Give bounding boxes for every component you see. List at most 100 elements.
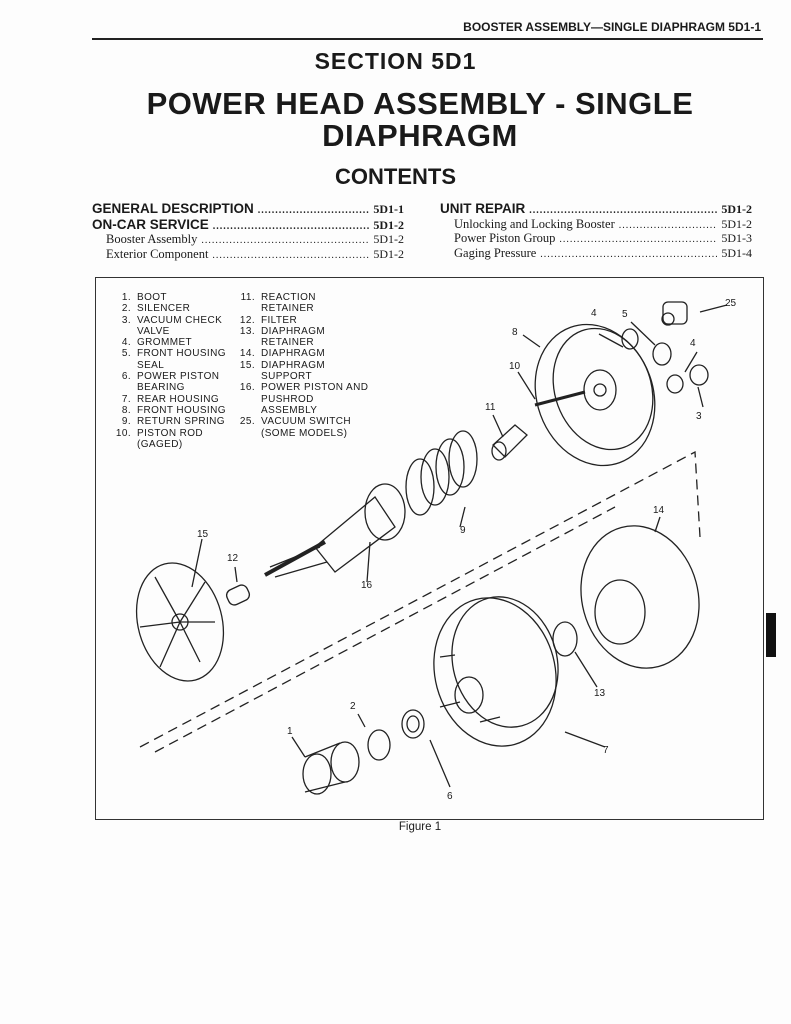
legend-text: REACTION RETAINER (261, 292, 316, 315)
toc-label: Gaging Pressure (454, 245, 537, 260)
legend-text: RETURN SPRING (137, 416, 225, 428)
toc-page: 5D1-2 (373, 232, 404, 246)
diaphragm-retainer-drawing (552, 621, 578, 657)
legend-item: 14.DIAPHRAGM (234, 348, 368, 359)
toc-leader-dots (213, 220, 370, 234)
toc-label: UNIT REPAIR (440, 201, 526, 216)
toc-entry: Booster Assembly 5D1-2 (92, 232, 404, 248)
alignment-line (139, 450, 701, 748)
toc-entry: Power Piston Group5D1-3 (440, 231, 752, 247)
toc-page: 5D1-2 (373, 217, 404, 232)
toc-leader-dots (540, 248, 717, 262)
legend-item: 7.REAR HOUSING (110, 394, 226, 405)
rear-housing-drawing (433, 596, 559, 747)
return-spring-drawing (405, 430, 478, 516)
toc-leader-dots (619, 219, 718, 233)
legend-item: 1.BOOT (110, 292, 226, 303)
toc-entry: Gaging Pressure 5D1-4 (440, 245, 752, 262)
exploded-diagram (135, 301, 728, 795)
grommet-drawing (621, 328, 709, 394)
legend-item: 9. RETURN SPRING (110, 416, 226, 427)
legend-text: SILENCER (137, 303, 191, 315)
filter-drawing (225, 584, 251, 606)
toc-page: 5D1-2 (373, 246, 404, 261)
legend-text: DIAPHRAGM (261, 348, 326, 360)
toc-entry: GENERAL DESCRIPTION5D1-1 (92, 202, 404, 218)
legend-number: 7. (121, 393, 131, 405)
legend-number: 16. (239, 382, 255, 394)
figure-frame (95, 277, 764, 820)
section-thumb-tab (766, 613, 776, 657)
callout-number: 7 (603, 745, 609, 756)
legend-text: VACUUM SWITCH (SOME MODELS) (261, 416, 352, 439)
callout-number: 15 (197, 529, 209, 540)
callout-number: 4 (690, 338, 696, 349)
legend-text: VACUUM CHECK VALVE (137, 314, 223, 337)
callout-number: 6 (447, 791, 453, 802)
legend-number: 13. (239, 325, 255, 337)
silencer-drawing (367, 729, 391, 761)
toc-leader-dots (559, 233, 717, 247)
section-number: SECTION 5D1 (314, 48, 477, 74)
legend-item: 11. REACTION RETAINER (234, 292, 368, 315)
front-housing-drawing (534, 323, 656, 467)
power-piston-drawing (264, 483, 406, 578)
legend-number: 11. (240, 292, 255, 303)
callout-number: 16 (361, 580, 373, 591)
callout-number: 3 (696, 411, 702, 422)
callout-number: 2 (350, 701, 356, 712)
legend-text: GROMMET (137, 337, 193, 349)
legend-item: 12. FILTER (234, 315, 368, 326)
callout-number: 8 (512, 327, 518, 338)
legend-number: 4. (121, 337, 131, 349)
toc-label: Power Piston Group (454, 231, 556, 245)
legend-number: 5. (121, 348, 131, 360)
header-rule (92, 38, 763, 40)
page-title: POWER HEAD ASSEMBLY - SINGLE DIAPHRAGM (146, 86, 694, 153)
legend-item: 15.DIAPHRAGM SUPPORT (234, 360, 368, 383)
legend-item: 3.VACUUM CHECK VALVE (110, 315, 226, 338)
legend-text: FRONT HOUSING SEAL (137, 348, 226, 371)
legend-text: POWER PISTON AND PUSHROD ASSEMBLY (261, 382, 369, 416)
callout-number: 1 (287, 726, 293, 737)
callout-number: 13 (594, 688, 606, 699)
legend-number: 9. (121, 416, 131, 428)
legend-text: DIAPHRAGM RETAINER (261, 325, 326, 349)
running-header: BOOSTER ASSEMBLY—SINGLE DIAPHRAGM 5D1-1 (463, 20, 761, 34)
legend-number: 1. (121, 292, 131, 303)
piston-rod-drawing (534, 390, 586, 407)
toc-entry: UNIT REPAIR5D1-2 (440, 202, 752, 218)
legend-number: 12. (239, 314, 255, 326)
toc-leader-dots (258, 204, 370, 218)
toc-page: 5D1-2 (721, 216, 752, 231)
legend-item: 4. GROMMET (110, 337, 226, 348)
legend-text: POWER PISTON BEARING (137, 371, 220, 394)
legend-text: FILTER (261, 314, 298, 326)
legend-item: 8.FRONT HOUSING (110, 405, 226, 416)
callout-number: 9 (460, 525, 466, 536)
legend-item: 2. SILENCER (110, 303, 226, 314)
toc-leader-dots (201, 234, 369, 248)
toc-label: Booster Assembly (106, 232, 198, 246)
contents-heading: CONTENTS (335, 164, 456, 189)
legend-number: 10. (115, 427, 131, 439)
callout-number: 12 (227, 553, 239, 564)
legend-number: 6. (121, 371, 131, 383)
callout-number: 5 (622, 309, 628, 320)
callout-number: 10 (509, 361, 521, 372)
callout-number: 14 (653, 505, 665, 516)
toc-label: ON-CAR SERVICE (92, 216, 209, 232)
figure-caption: Figure 1 (398, 821, 442, 833)
vacuum-switch-drawing (661, 301, 688, 326)
legend-number: 2. (121, 303, 131, 315)
legend-text: FRONT HOUSING (137, 404, 226, 416)
toc-page: 5D1-4 (721, 245, 752, 260)
toc-label: Exterior Component (106, 246, 209, 261)
legend-item: 5. FRONT HOUSING SEAL (110, 348, 226, 371)
toc-label: GENERAL DESCRIPTION (92, 201, 254, 216)
toc-leader-dots (529, 204, 717, 218)
legend-item: 16. POWER PISTON AND PUSHROD ASSEMBLY (234, 382, 368, 416)
